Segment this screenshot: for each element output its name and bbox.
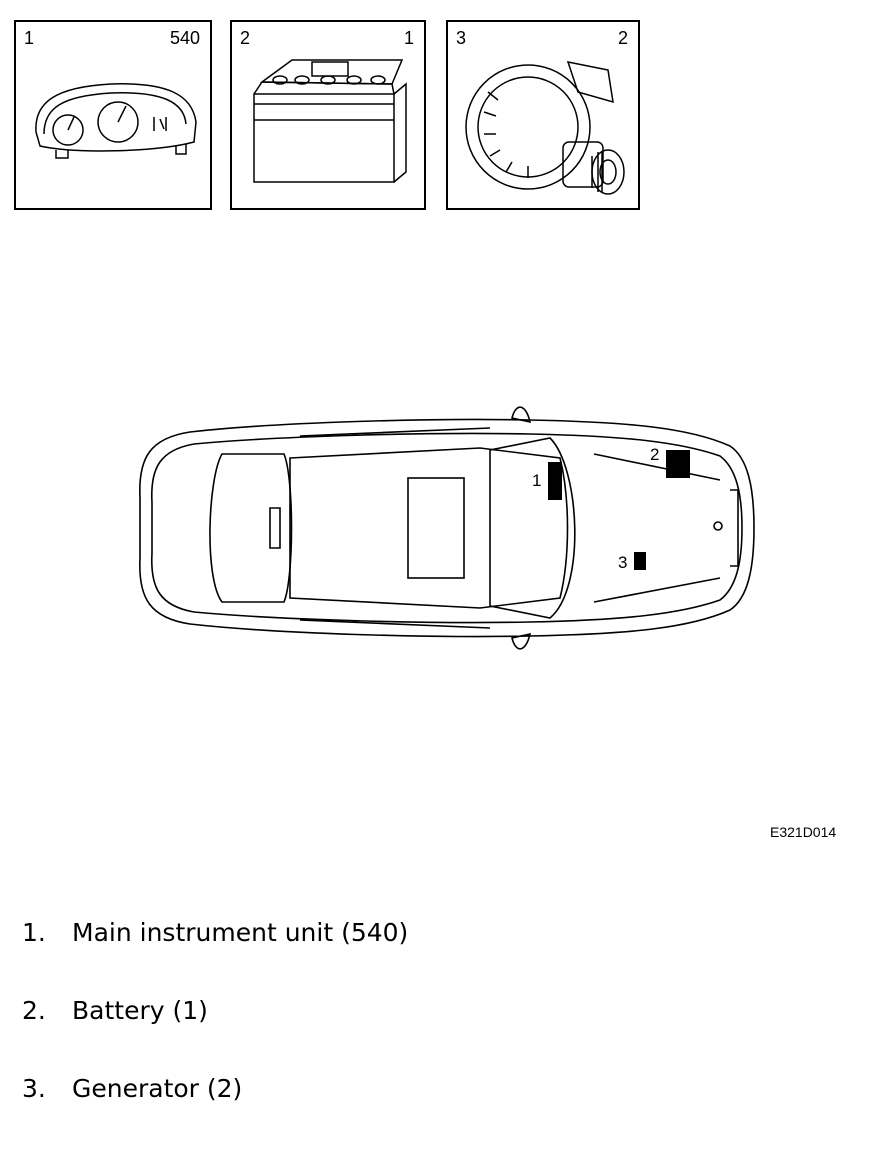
legend-text: Battery (1) xyxy=(72,996,208,1025)
generator-illustration xyxy=(465,61,625,195)
legend-index: 1. xyxy=(22,918,46,947)
legend-text: Generator (2) xyxy=(72,1074,243,1103)
legend-text: Main instrument unit (540) xyxy=(72,918,409,947)
panel-number: 1 xyxy=(24,28,35,48)
marker-box-2 xyxy=(666,450,690,478)
marker-box-1 xyxy=(548,462,562,500)
figure-code: E321D014 xyxy=(770,824,837,840)
marker-box-3 xyxy=(634,552,646,570)
instrument-cluster-illustration xyxy=(35,83,197,159)
legend-list: 1. Main instrument unit (540) 2. Battery… xyxy=(22,918,408,1152)
car-top-view: 1 2 3 xyxy=(139,406,755,650)
panel-battery: 2 1 xyxy=(230,20,426,210)
panel-reference: 540 xyxy=(169,28,200,48)
legend-item: 1. Main instrument unit (540) xyxy=(22,918,408,996)
legend-item: 2. Battery (1) xyxy=(22,996,408,1074)
panel-reference: 1 xyxy=(403,28,414,48)
panel-reference: 2 xyxy=(617,28,628,48)
battery-illustration xyxy=(253,59,407,183)
panel-number: 2 xyxy=(240,28,251,48)
marker-label-3: 3 xyxy=(618,553,627,572)
marker-label-2: 2 xyxy=(650,445,659,464)
panel-number: 3 xyxy=(456,28,467,48)
legend-index: 2. xyxy=(22,996,46,1025)
legend-item: 3. Generator (2) xyxy=(22,1074,408,1152)
legend-index: 3. xyxy=(22,1074,46,1103)
marker-label-1: 1 xyxy=(532,471,541,490)
panel-generator: 3 2 xyxy=(446,20,640,210)
panel-instrument-unit: 1 540 xyxy=(14,20,212,210)
